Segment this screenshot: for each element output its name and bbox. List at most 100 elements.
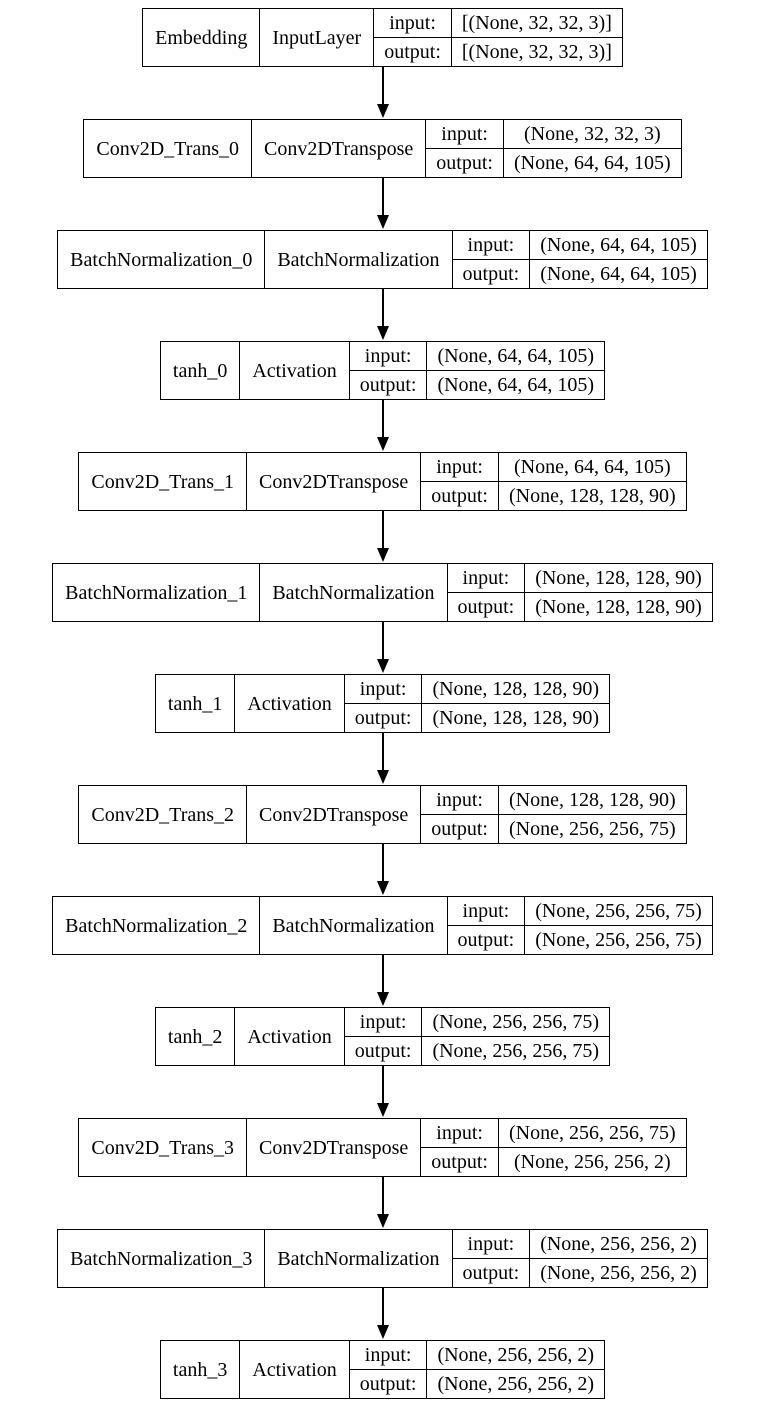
layer-type: Activation (234, 674, 345, 733)
output-shape: (None, 256, 256, 75) (421, 1036, 611, 1066)
layer-node: BatchNormalization_2 BatchNormalization … (52, 896, 713, 955)
model-diagram: Embedding InputLayer input: [(None, 32, … (0, 8, 765, 1399)
arrow-head (376, 1325, 389, 1339)
output-shape: (None, 128, 128, 90) (497, 481, 687, 511)
output-shape: (None, 64, 64, 105) (502, 148, 682, 178)
input-shape: (None, 64, 64, 105) (497, 452, 687, 482)
layer-node-wrap: BatchNormalization_0 BatchNormalization … (57, 230, 708, 341)
layer-node-wrap: BatchNormalization_2 BatchNormalization … (52, 896, 713, 1007)
layer-type: Activation (239, 1340, 350, 1399)
output-label: output: (451, 1258, 531, 1288)
output-label: output: (343, 1036, 423, 1066)
arrow-line (381, 1288, 384, 1325)
flow-arrow-icon (376, 400, 389, 452)
flow-arrow-icon (376, 955, 389, 1007)
layer-node: Conv2D_Trans_1 Conv2DTranspose input: (N… (78, 452, 687, 511)
layer-name: Embedding (142, 8, 261, 67)
flow-arrow-icon (376, 178, 389, 230)
arrow-line (381, 400, 384, 437)
output-shape: (None, 256, 256, 75) (497, 814, 687, 844)
input-shape: (None, 256, 256, 75) (524, 896, 713, 926)
arrow-line (381, 733, 384, 770)
layer-name: tanh_3 (159, 1340, 241, 1399)
arrow-line (381, 511, 384, 548)
input-label: input: (451, 1229, 531, 1259)
layer-node-wrap: tanh_3 Activation input: (None, 256, 256… (159, 1340, 606, 1399)
output-shape: [(None, 32, 32, 3)] (450, 37, 623, 67)
layer-node-wrap: Conv2D_Trans_1 Conv2DTranspose input: (N… (78, 452, 687, 563)
layer-name: tanh_2 (154, 1007, 236, 1066)
layer-type: Conv2DTranspose (246, 452, 422, 511)
arrow-line (381, 289, 384, 326)
layer-type: BatchNormalization (259, 563, 448, 622)
layer-type: BatchNormalization (264, 230, 453, 289)
arrow-head (376, 104, 389, 118)
arrow-head (376, 881, 389, 895)
flow-arrow-icon (376, 622, 389, 674)
input-shape: (None, 256, 256, 2) (426, 1340, 606, 1370)
output-label: output: (348, 370, 428, 400)
layer-name: BatchNormalization_3 (57, 1229, 266, 1288)
input-shape: (None, 256, 256, 75) (497, 1118, 687, 1148)
output-shape: (None, 128, 128, 90) (421, 703, 611, 733)
input-label: input: (451, 230, 531, 260)
arrow-head (376, 659, 389, 673)
layer-node-wrap: BatchNormalization_3 BatchNormalization … (57, 1229, 708, 1340)
layer-type: Conv2DTranspose (246, 1118, 422, 1177)
arrow-head (376, 770, 389, 784)
layer-node-wrap: BatchNormalization_1 BatchNormalization … (52, 563, 713, 674)
arrow-line (381, 178, 384, 215)
layer-node-wrap: tanh_2 Activation input: (None, 256, 256… (154, 1007, 611, 1118)
input-shape: (None, 64, 64, 105) (426, 341, 606, 371)
arrow-line (381, 1177, 384, 1214)
output-shape: (None, 256, 256, 2) (497, 1147, 687, 1177)
arrow-line (381, 844, 384, 881)
input-label: input: (420, 1118, 499, 1148)
input-label: input: (425, 119, 504, 149)
flow-arrow-icon (376, 733, 389, 785)
layer-type: BatchNormalization (264, 1229, 453, 1288)
layer-name: tanh_1 (154, 674, 236, 733)
layer-node: tanh_3 Activation input: (None, 256, 256… (159, 1340, 606, 1399)
output-shape: (None, 64, 64, 105) (529, 259, 708, 289)
output-shape: (None, 64, 64, 105) (426, 370, 606, 400)
output-shape: (None, 256, 256, 75) (524, 925, 713, 955)
layer-node: Conv2D_Trans_0 Conv2DTranspose input: (N… (83, 119, 682, 178)
layer-type: Activation (234, 1007, 345, 1066)
input-label: input: (343, 1007, 423, 1037)
layer-type: BatchNormalization (259, 896, 448, 955)
arrow-head (376, 215, 389, 229)
layer-name: BatchNormalization_2 (52, 896, 261, 955)
output-label: output: (373, 37, 452, 67)
output-shape: (None, 256, 256, 2) (529, 1258, 708, 1288)
input-shape: (None, 128, 128, 90) (524, 563, 713, 593)
input-label: input: (373, 8, 452, 38)
layer-name: Conv2D_Trans_3 (78, 1118, 248, 1177)
output-shape: (None, 256, 256, 2) (426, 1369, 606, 1399)
input-label: input: (420, 452, 499, 482)
layer-node: BatchNormalization_0 BatchNormalization … (57, 230, 708, 289)
output-label: output: (348, 1369, 428, 1399)
output-label: output: (420, 1147, 499, 1177)
layer-node: Conv2D_Trans_2 Conv2DTranspose input: (N… (78, 785, 687, 844)
input-label: input: (348, 1340, 428, 1370)
output-shape: (None, 128, 128, 90) (524, 592, 713, 622)
arrow-head (376, 1103, 389, 1117)
layer-node-wrap: tanh_0 Activation input: (None, 64, 64, … (159, 341, 606, 452)
layer-type: Conv2DTranspose (251, 119, 427, 178)
output-label: output: (425, 148, 504, 178)
flow-arrow-icon (376, 289, 389, 341)
flow-arrow-icon (376, 1288, 389, 1340)
input-label: input: (446, 563, 526, 593)
layer-type: Activation (239, 341, 350, 400)
layer-node: tanh_2 Activation input: (None, 256, 256… (154, 1007, 611, 1066)
output-label: output: (446, 925, 526, 955)
layer-name: tanh_0 (159, 341, 241, 400)
flow-arrow-icon (376, 511, 389, 563)
output-label: output: (343, 703, 423, 733)
arrow-line (381, 67, 384, 104)
flow-arrow-icon (376, 1177, 389, 1229)
layer-node: Embedding InputLayer input: [(None, 32, … (142, 8, 623, 67)
input-shape: (None, 256, 256, 75) (421, 1007, 611, 1037)
